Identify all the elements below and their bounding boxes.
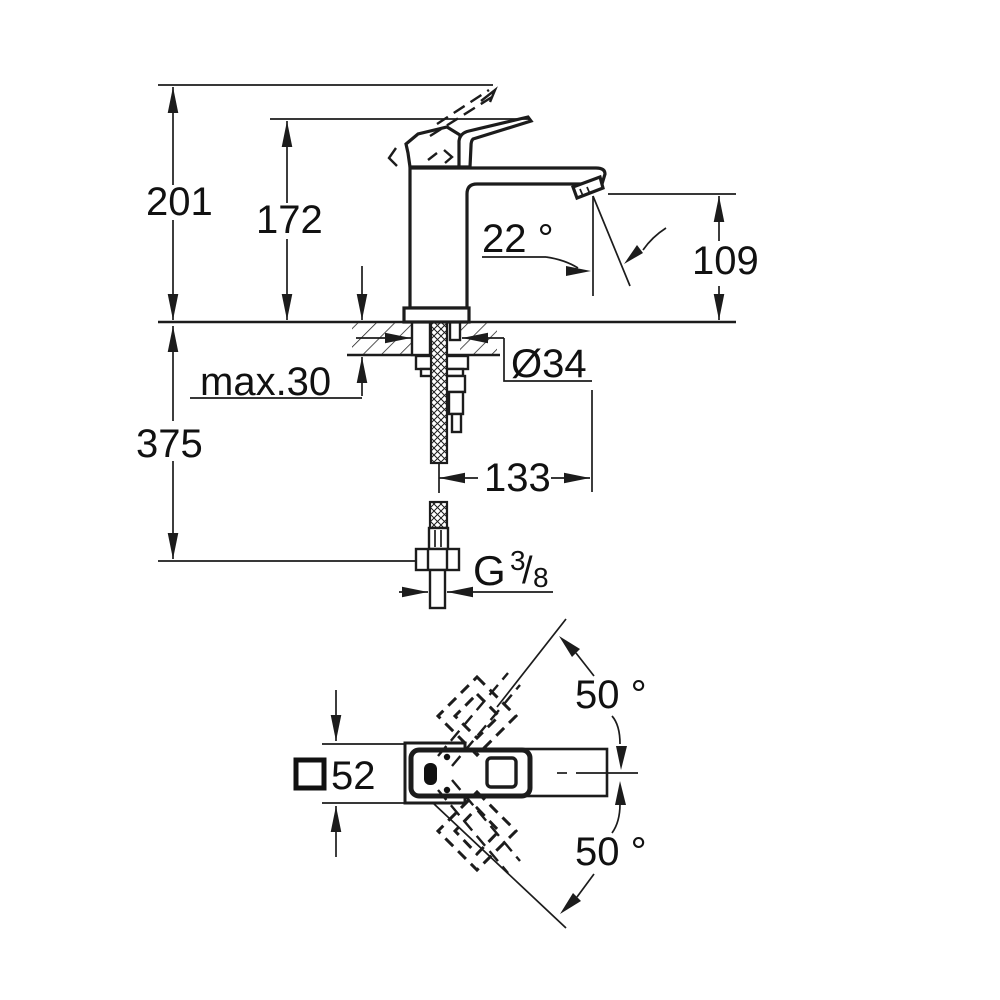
supply-hose-end	[414, 500, 461, 610]
stream-angle-line	[592, 195, 631, 287]
shank-left	[410, 320, 432, 357]
hole-diameter-label: Ø34	[511, 342, 587, 386]
handle-dot	[443, 753, 451, 761]
dim-lever-height: 172	[256, 118, 529, 320]
dim-swivel-upper: 50 °	[496, 618, 647, 770]
base-plate	[402, 306, 471, 324]
thread-numerator-label: 3	[510, 545, 526, 576]
water-stream	[592, 195, 631, 296]
square-symbol-icon	[293, 757, 327, 791]
braided-hose-upper	[429, 320, 449, 465]
dim-mounting-thickness: max.30	[190, 266, 368, 404]
dim-hole-diameter: Ø34	[356, 332, 592, 386]
shank-right	[448, 320, 462, 342]
dim-spout-angle: 22 °	[482, 217, 667, 276]
top-view: 52 50 ° 50 °	[293, 618, 647, 929]
swivel-lower-label: 50 °	[575, 830, 647, 874]
dim-hose-length: 375	[136, 326, 416, 562]
thread-slash-label: /	[522, 550, 533, 592]
cartridge-square	[485, 756, 518, 789]
side-view: 201 172 109 22 °	[136, 84, 759, 610]
aerator-screen	[579, 188, 584, 197]
overall-height-label: 201	[146, 180, 213, 224]
hex-nut	[414, 547, 461, 572]
swivel-upper-label: 50 °	[575, 673, 647, 717]
spout-projection-label: 133	[484, 456, 551, 500]
handle-boss	[404, 125, 462, 169]
dim-overall-height: 201	[146, 84, 493, 320]
aerator-screen	[586, 186, 591, 195]
mounting-hardware	[410, 320, 470, 493]
dim-thread-size: G 3 / 8	[399, 545, 553, 598]
handle-recess	[424, 763, 437, 785]
faucet-profile	[408, 166, 607, 310]
handle-dot	[443, 786, 451, 794]
mounting-thickness-label: max.30	[200, 360, 331, 404]
braided-hose-lower	[428, 500, 449, 530]
hose-length-label: 375	[136, 422, 203, 466]
mounting-stud-mid	[447, 390, 465, 416]
mounting-stud-upper	[444, 374, 467, 394]
dim-body-width: 52	[293, 690, 376, 857]
dim-outlet-height: 109	[608, 193, 759, 320]
handle-lever	[457, 115, 534, 169]
outlet-height-label: 109	[692, 239, 759, 283]
handle-rotated-positions	[435, 672, 521, 874]
dim-swivel-lower: 50 °	[432, 781, 647, 929]
faucet-body	[387, 86, 607, 324]
mounting-stud-lower	[450, 412, 463, 434]
thread-denominator-label: 8	[533, 562, 549, 593]
hose-ferrule	[427, 526, 450, 551]
swivel-leg-lower	[432, 802, 567, 929]
body-width-label: 52	[331, 754, 376, 798]
swivel-leg-upper	[496, 618, 567, 708]
thread-prefix-label: G	[473, 547, 506, 594]
spout-angle-label: 22 °	[482, 217, 554, 261]
thread-tube	[428, 568, 447, 610]
dim-spout-projection: 133	[439, 390, 593, 500]
lever-height-label: 172	[256, 198, 323, 242]
